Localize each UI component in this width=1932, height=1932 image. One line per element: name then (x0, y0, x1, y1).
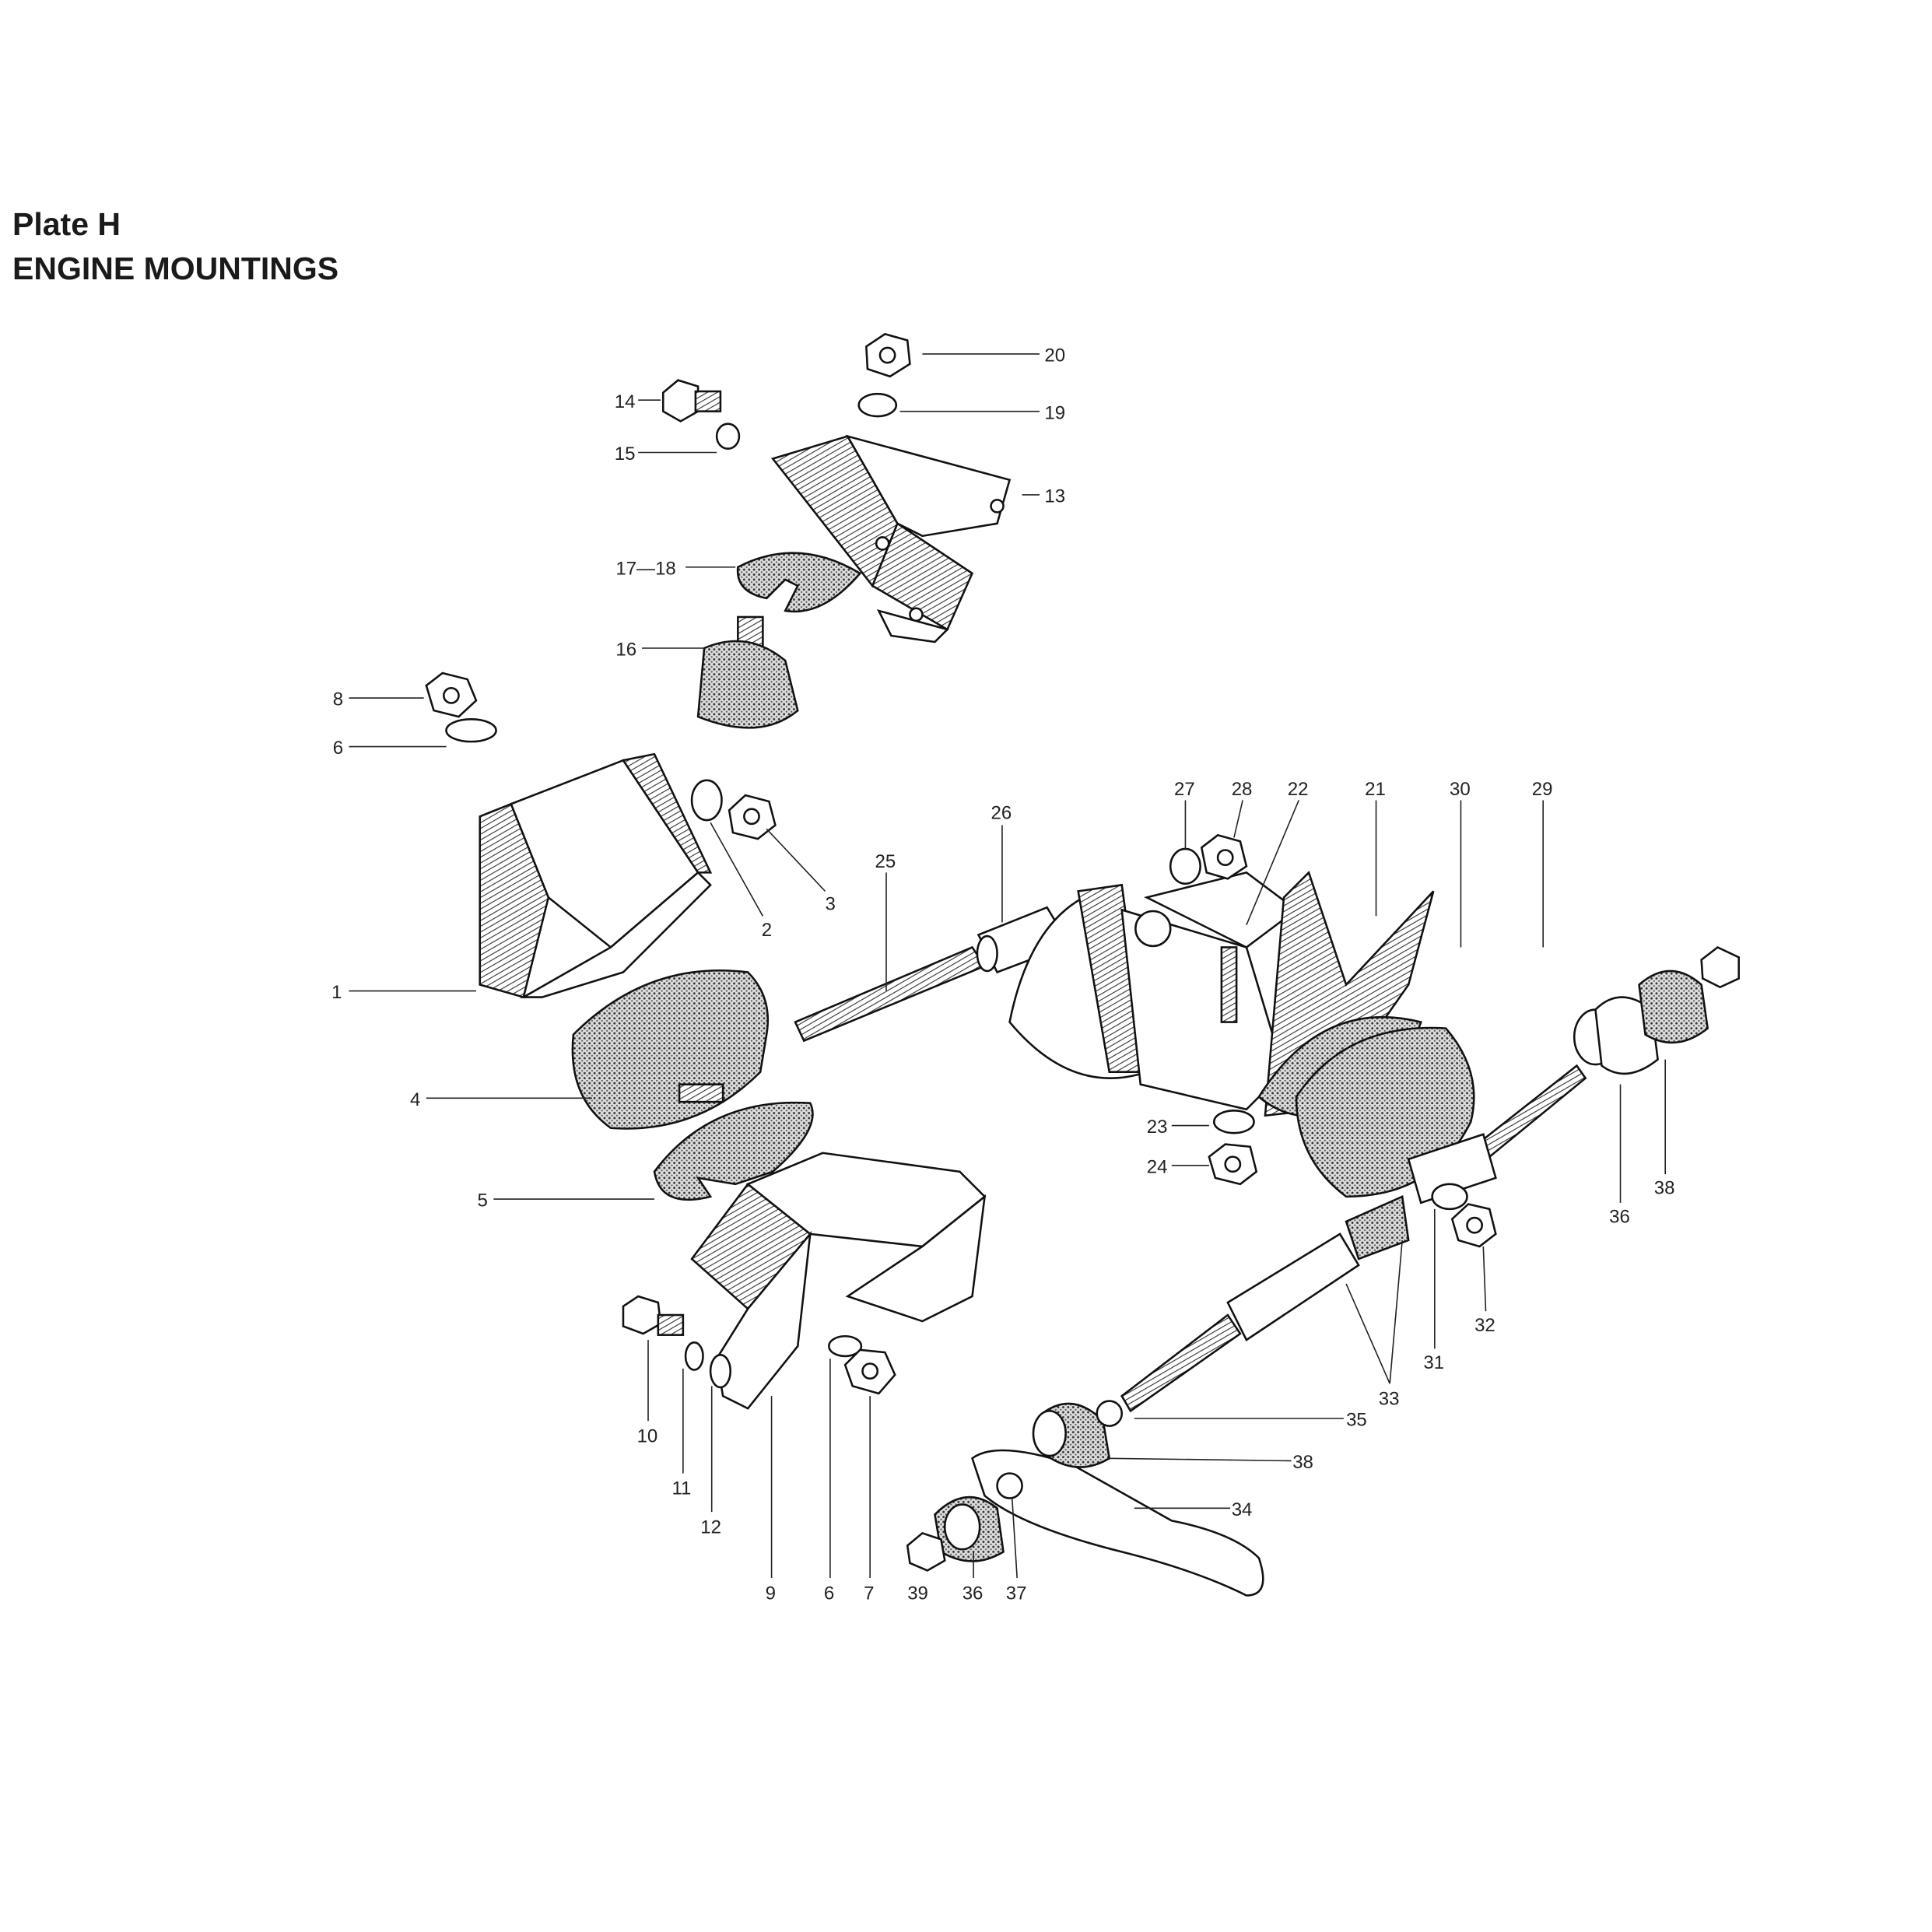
bush-36-38-right (1573, 945, 1740, 1075)
callout-35: 35 (1346, 1410, 1367, 1431)
callout-4: 4 (410, 1089, 420, 1110)
callout-11: 11 (671, 1478, 691, 1499)
leader-lines (349, 353, 1666, 1579)
bracket-34 (971, 1449, 1264, 1597)
washer-27 (1169, 847, 1201, 885)
nut-20 (865, 332, 911, 378)
callout-20: 20 (1044, 345, 1065, 366)
plate-title: ENGINE MOUNTINGS (12, 251, 339, 286)
callout-10: 10 (637, 1425, 658, 1446)
washer-6 (445, 718, 497, 743)
callout-7: 7 (864, 1583, 874, 1604)
callout-14: 14 (615, 391, 636, 412)
callout-13: 13 (1044, 486, 1065, 507)
callout-15: 15 (615, 444, 636, 465)
washer-6-lower (828, 1334, 863, 1358)
callout-26: 26 (991, 802, 1012, 823)
callout-24: 24 (1147, 1156, 1168, 1177)
callout-38b: 38 (1292, 1452, 1313, 1473)
bush-38-36-lower (906, 1400, 1124, 1572)
nut-8 (425, 671, 478, 718)
shim-17-18 (736, 552, 862, 613)
callout-12: 12 (700, 1516, 721, 1538)
callout-34: 34 (1232, 1499, 1253, 1520)
washer-11 (684, 1341, 704, 1371)
callout-36b: 36 (962, 1583, 984, 1604)
bolt-14 (661, 379, 722, 423)
nut-24 (1208, 1143, 1258, 1186)
callout-1: 1 (331, 982, 342, 1003)
washer-15 (715, 423, 741, 450)
bracket-1 (479, 752, 713, 999)
callout-30: 30 (1450, 779, 1471, 800)
callout-9: 9 (766, 1583, 776, 1604)
callout-21: 21 (1365, 779, 1386, 800)
callout-23: 23 (1147, 1117, 1168, 1138)
washer-2 (690, 779, 723, 822)
rubber-mount-4 (571, 970, 770, 1130)
top-mounting-bracket (771, 434, 1012, 643)
stud-25 (794, 945, 987, 1043)
callout-37: 37 (1006, 1583, 1027, 1604)
bracket-9 (690, 1152, 987, 1410)
plate-id: Plate H (12, 206, 121, 242)
washer-23 (1213, 1110, 1255, 1134)
callout-36a: 36 (1609, 1206, 1630, 1227)
nut-32 (1450, 1203, 1497, 1248)
callout-5: 5 (478, 1190, 488, 1211)
callout-33: 33 (1379, 1388, 1400, 1409)
callout-16: 16 (615, 640, 636, 661)
nut-7 (843, 1348, 896, 1395)
washer-12 (709, 1354, 732, 1389)
bracket-22-mount (1008, 871, 1299, 1111)
callout-32: 32 (1474, 1315, 1495, 1336)
callout-22: 22 (1288, 779, 1309, 800)
callout-6a: 6 (333, 738, 343, 759)
shim-5 (653, 1101, 814, 1201)
callout-19: 19 (1044, 402, 1065, 423)
washer-19 (857, 392, 898, 418)
nut-28 (1200, 833, 1248, 880)
tube-31 (1407, 1133, 1497, 1211)
callout-1718: 17—18 (615, 558, 675, 579)
nut-3 (728, 794, 777, 840)
callout-27: 27 (1174, 779, 1195, 800)
callout-28: 28 (1232, 779, 1253, 800)
tie-rod-33 (1120, 1194, 1410, 1413)
callout-3: 3 (825, 893, 835, 914)
callout-8: 8 (333, 689, 343, 710)
callout-39: 39 (907, 1583, 928, 1604)
callout-25: 25 (875, 851, 896, 872)
callout-29: 29 (1532, 779, 1553, 800)
callout-6b: 6 (824, 1583, 834, 1604)
bolt-10 (622, 1295, 685, 1336)
callout-2: 2 (762, 920, 772, 941)
callout-38a: 38 (1654, 1178, 1675, 1199)
callout-31: 31 (1423, 1352, 1444, 1373)
rubber-mount-16 (696, 615, 799, 729)
